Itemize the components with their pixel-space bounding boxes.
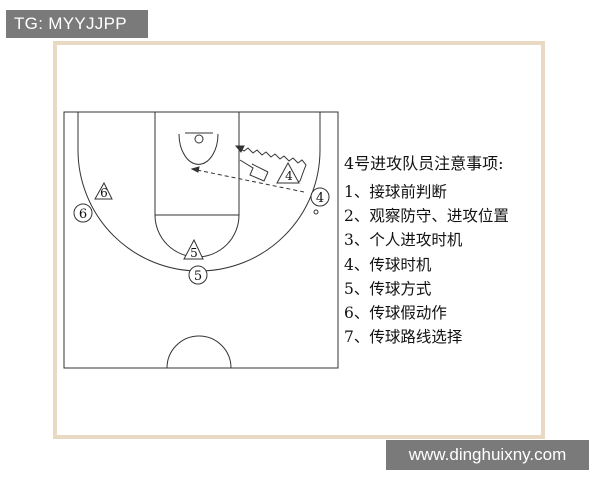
offense-5-marker: [188, 265, 208, 285]
notes-item: 5、传球方式: [344, 279, 432, 298]
offense-6-marker: [73, 203, 93, 223]
defender-4-label: 4: [285, 169, 293, 183]
movement-lane: [239, 159, 269, 182]
offense-4-label: 4: [316, 191, 324, 206]
restricted-arc: [178, 133, 219, 165]
defender-6-marker: [94, 181, 113, 200]
defender-4-marker: [276, 161, 300, 184]
footer-url: www.dinghuixny.com: [386, 440, 589, 470]
key-lane: [154, 111, 240, 216]
ball-marker: [313, 209, 319, 215]
corner-tag: TG: MYYJJPP: [6, 10, 148, 38]
defender-5-label: 5: [190, 246, 198, 260]
pass-arrowhead: [190, 166, 200, 173]
zigzag-path: [235, 145, 307, 184]
notes-item: 3、个人进攻时机: [344, 231, 463, 250]
movement-line: [251, 163, 269, 173]
notes-item: 2、观察防守、进攻位置: [344, 207, 509, 226]
pass-path: [191, 168, 305, 193]
notes-title: 4号进攻队员注意事项:: [344, 154, 504, 173]
three-point-line: [77, 112, 321, 272]
notes-panel: 4号进攻队员注意事项: 1、接球前判断 2、观察防守、进攻位置 3、个人进攻时机…: [344, 150, 544, 349]
notes-item: 6、传球假动作: [344, 303, 447, 322]
center-circle: [166, 335, 232, 369]
court-boundary: [63, 111, 339, 369]
defender-6-label: 6: [100, 186, 108, 200]
offense-6-label: 6: [79, 207, 87, 222]
diagram-frame: [53, 41, 545, 439]
notes-list: 1、接球前判断 2、观察防守、进攻位置 3、个人进攻时机 4、传球时机 5、传球…: [344, 180, 544, 349]
notes-item: 7、传球路线选择: [344, 328, 463, 347]
notes-item: 1、接球前判断: [344, 183, 447, 201]
zigzag-arrowhead: [234, 145, 245, 153]
defender-5-marker: [183, 238, 204, 260]
rim: [194, 134, 204, 144]
offense-4-marker: [310, 187, 330, 207]
notes-item: 4、传球时机: [344, 255, 432, 274]
offense-5-label: 5: [194, 269, 202, 284]
